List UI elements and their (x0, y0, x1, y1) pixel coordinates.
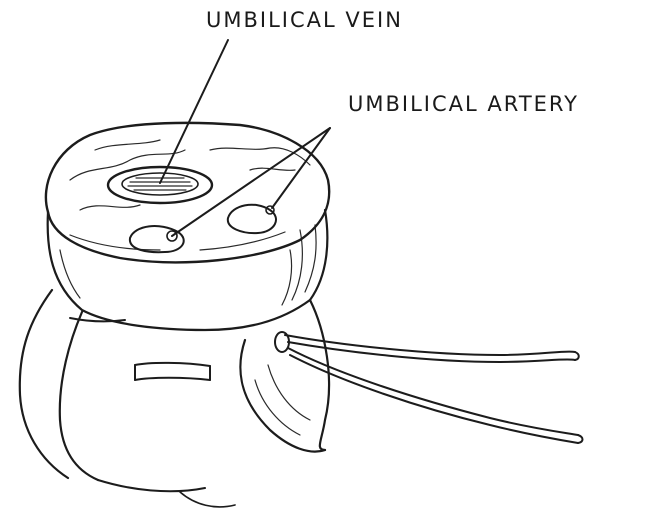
cord-cross-section (46, 123, 329, 262)
umbilical-artery-label: UMBILICAL ARTERY (348, 94, 579, 115)
cord-body (48, 210, 328, 330)
umbilical-arteries (130, 205, 276, 252)
umbilical-vein-label: UMBILICAL VEIN (206, 10, 403, 31)
cord-lower (20, 290, 329, 507)
umbilical-vein (108, 167, 212, 203)
ligature-strings (275, 332, 583, 443)
leader-lines (160, 40, 330, 236)
